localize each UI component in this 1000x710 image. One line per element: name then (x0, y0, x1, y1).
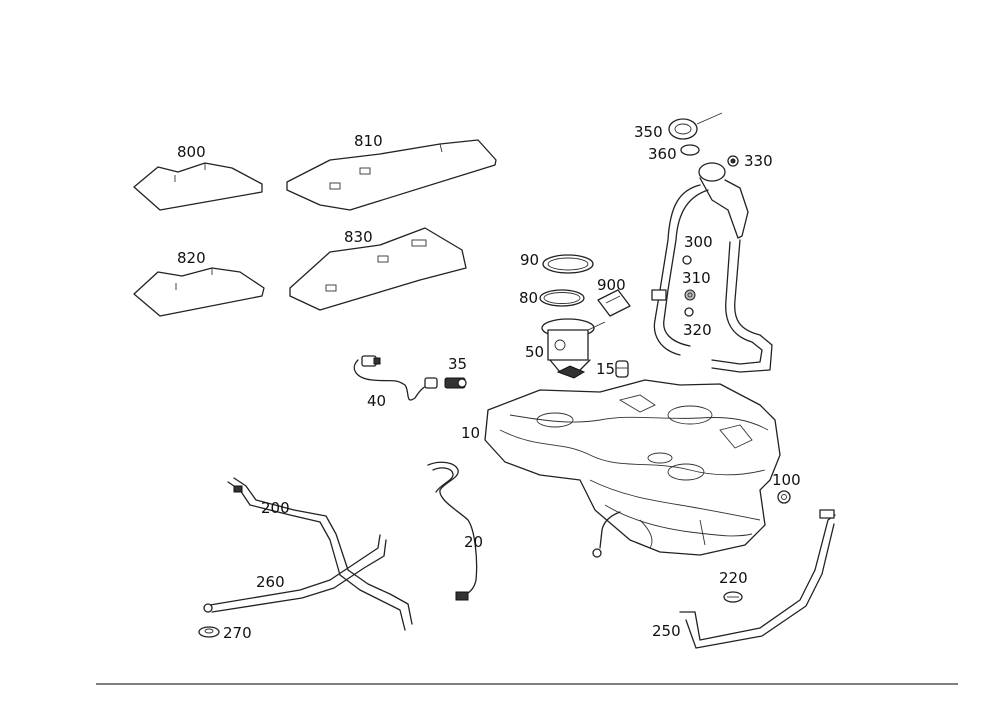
o-ring-80 (539, 289, 585, 307)
strap-260 (203, 534, 387, 613)
clamp-220 (723, 591, 743, 603)
mat-820 (133, 267, 265, 317)
callout-90: 90 (520, 251, 539, 269)
callout-800: 800 (177, 143, 206, 161)
callout-330: 330 (744, 152, 773, 170)
fuel-line-20 (427, 461, 478, 601)
callout-270: 270 (223, 624, 252, 642)
part-300 (682, 255, 692, 265)
mat-800 (133, 162, 263, 211)
valve-15 (615, 360, 629, 378)
callout-15: 15 (596, 360, 615, 378)
callout-50: 50 (525, 343, 544, 361)
fuel-tank-10 (484, 379, 781, 558)
nut-100 (777, 490, 791, 504)
callout-320: 320 (683, 321, 712, 339)
sensor-cable-40 (353, 355, 438, 401)
control-unit-900 (597, 289, 631, 317)
callout-40: 40 (367, 392, 386, 410)
callout-20: 20 (464, 533, 483, 551)
part-320 (684, 307, 694, 317)
fuel-pump-50 (541, 318, 606, 379)
callout-260: 260 (256, 573, 285, 591)
mat-810 (286, 139, 497, 211)
callout-350: 350 (634, 123, 663, 141)
mat-830 (289, 227, 467, 311)
callout-220: 220 (719, 569, 748, 587)
callout-35: 35 (448, 355, 467, 373)
callout-830: 830 (344, 228, 373, 246)
bushing-270 (198, 626, 220, 638)
seal-ring-90 (542, 254, 594, 274)
callout-900: 900 (597, 276, 626, 294)
filler-neck (651, 162, 773, 373)
callout-810: 810 (354, 132, 383, 150)
callout-250: 250 (652, 622, 681, 640)
part-310 (684, 289, 696, 301)
line-200 (227, 477, 413, 631)
callout-80: 80 (519, 289, 538, 307)
callout-310: 310 (682, 269, 711, 287)
callout-100: 100 (772, 471, 801, 489)
callout-820: 820 (177, 249, 206, 267)
cap-350 (668, 112, 723, 140)
seal-360 (680, 144, 700, 156)
cap-330 (727, 155, 739, 167)
callout-200: 200 (261, 499, 290, 517)
callout-10: 10 (461, 424, 480, 442)
callout-300: 300 (684, 233, 713, 251)
callout-360: 360 (648, 145, 677, 163)
sensor-35 (444, 377, 467, 389)
strap-250 (679, 509, 836, 649)
